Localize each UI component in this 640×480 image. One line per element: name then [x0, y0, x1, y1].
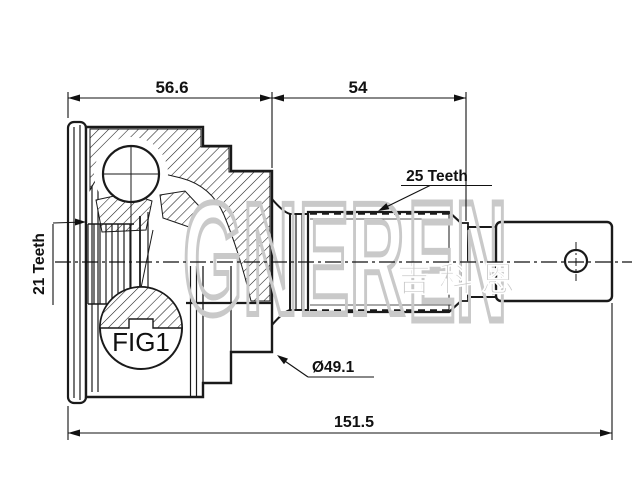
dimension-group — [52, 92, 613, 440]
watermark: GNER EN 吉科恩 — [181, 164, 523, 359]
watermark-text-tail: EN — [408, 166, 507, 356]
label-outer-spline-teeth: 25 Teeth — [406, 168, 468, 185]
watermark-cjk-text: 吉科恩 — [397, 261, 523, 299]
label-fig1: FIG1 — [112, 327, 170, 357]
dim-ring-diameter-label: Ø49.1 — [312, 359, 355, 376]
part-outline-group — [66, 120, 614, 405]
fig1-leader-line — [140, 229, 154, 289]
dimension-arrowheads — [68, 94, 612, 437]
inner-race-hatch-right — [159, 190, 200, 228]
dim-spline-length-label: 54 — [349, 78, 368, 97]
label-inner-spline-teeth: 21 Teeth — [31, 233, 48, 295]
dim-overall-length-label: 151.5 — [334, 414, 374, 431]
fig1-spline-profile-hatch — [99, 286, 183, 329]
dim-housing-width-label: 56.6 — [155, 78, 188, 97]
watermark-text-main: GNER — [183, 169, 405, 349]
